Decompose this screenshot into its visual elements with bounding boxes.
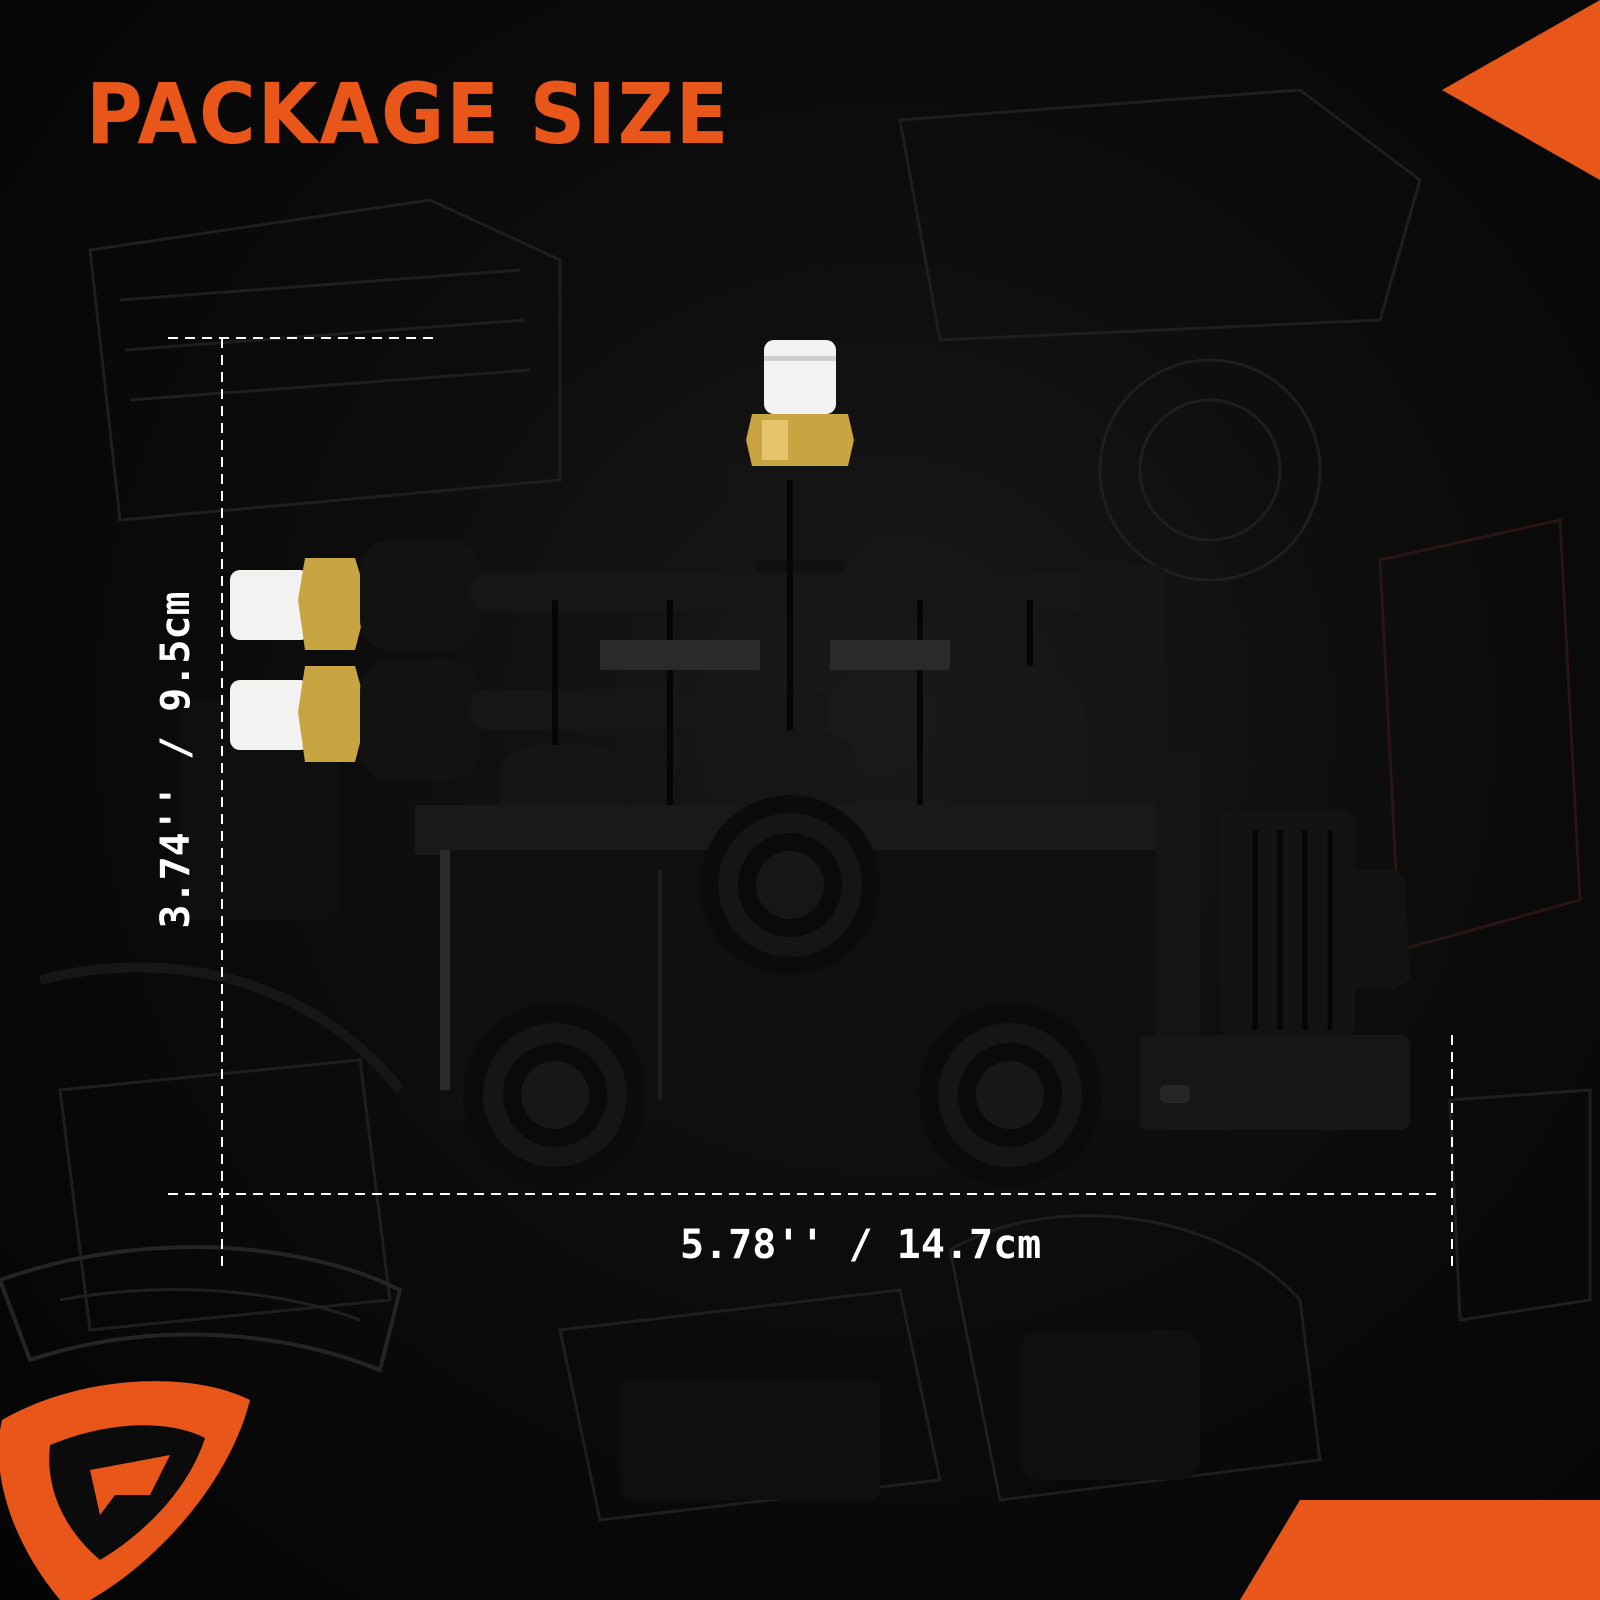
height-dimension-line <box>168 337 435 1268</box>
width-dimension-label: 5.78'' / 14.7cm <box>680 1222 1042 1268</box>
port-bottom-left <box>463 1003 647 1187</box>
port-center <box>700 795 880 975</box>
bottom-right-accent-shape <box>1240 1500 1600 1600</box>
shield-g-logo-icon <box>0 1381 250 1600</box>
page-title: PACKAGE SIZE <box>86 65 731 163</box>
height-dimension-text: 3.74'' / 9.5cm <box>153 591 199 929</box>
air-suspension-valve-block-icon <box>230 340 1410 1187</box>
top-right-accent-triangle <box>1442 0 1600 180</box>
port-bottom-right <box>918 1003 1102 1187</box>
width-dimension-line <box>168 1035 1453 1268</box>
